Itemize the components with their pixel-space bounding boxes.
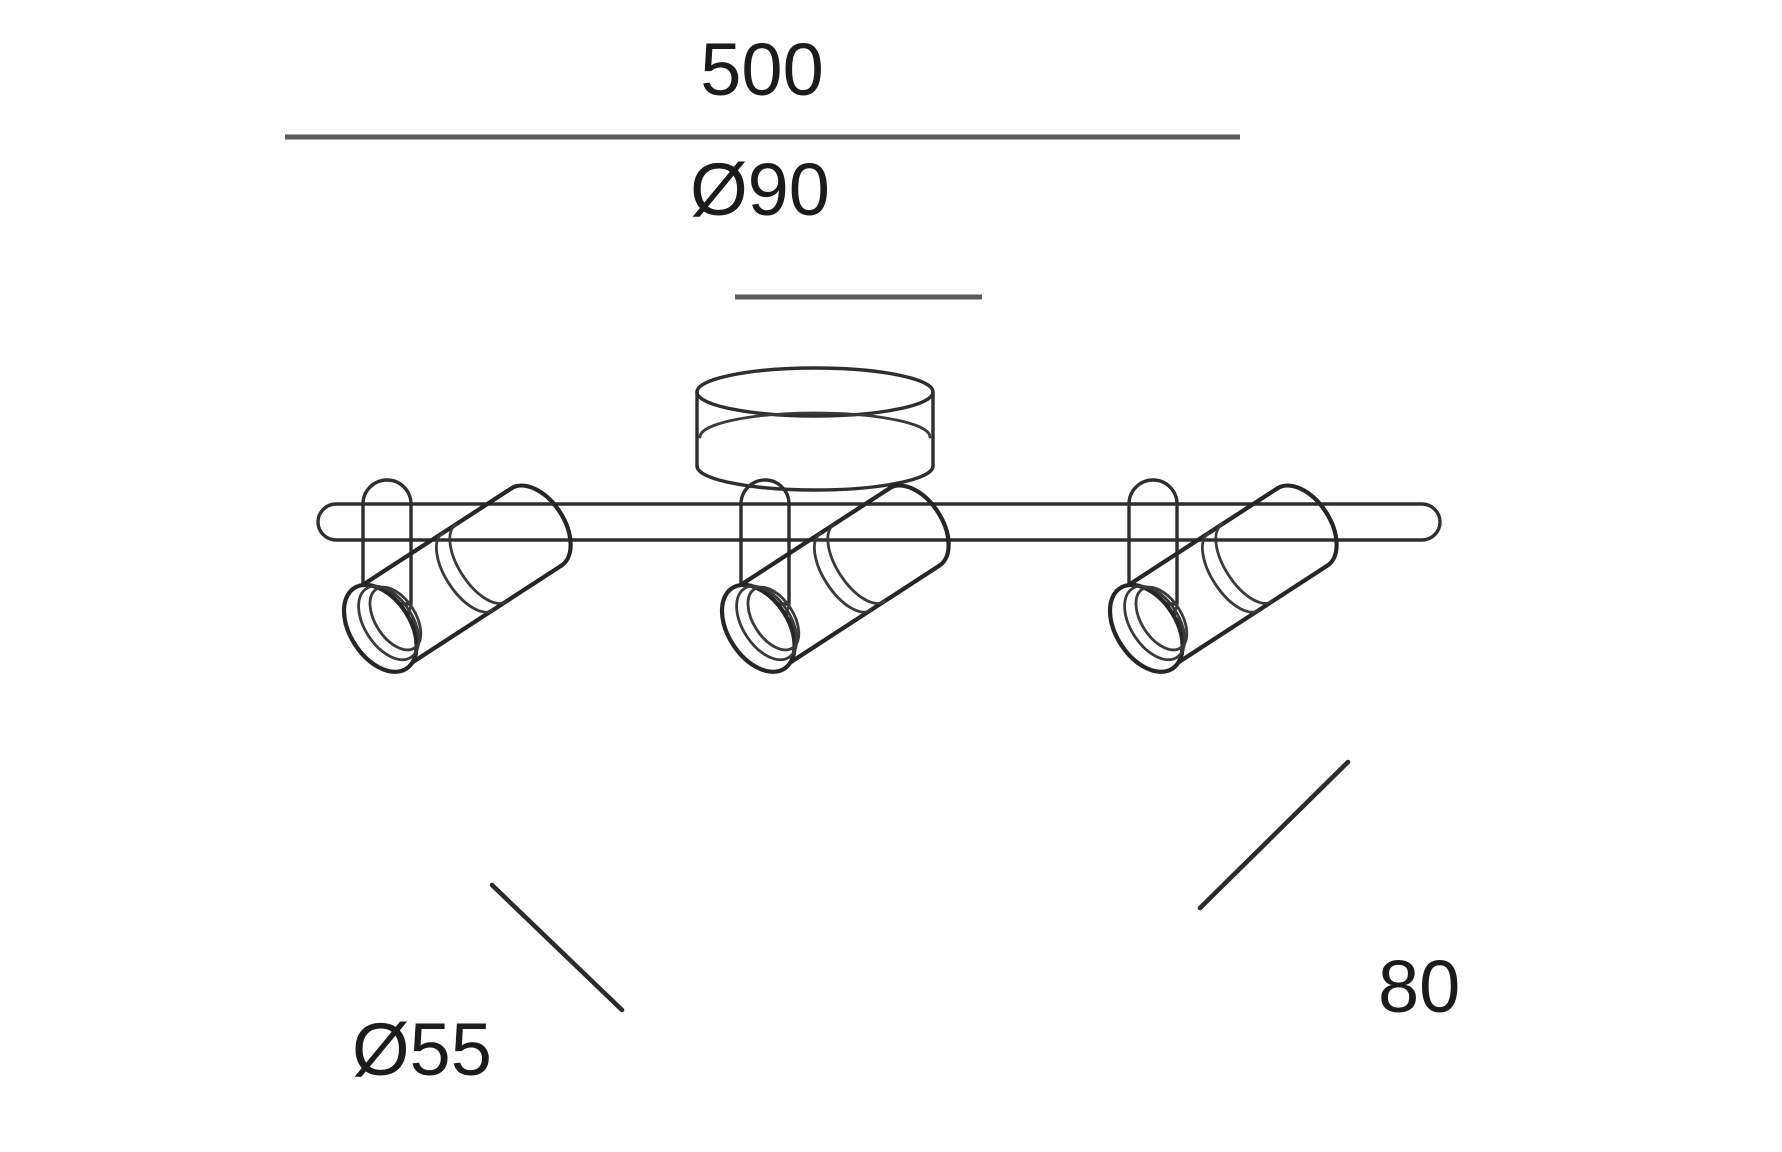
dimension-label-diameter-90: Ø90 xyxy=(690,148,830,231)
mounting-bar xyxy=(316,502,1442,542)
leader-line-diameter-55 xyxy=(489,882,625,1013)
light-fixture-assembly xyxy=(316,366,1442,685)
dimension-canopy-diameter: Ø90 xyxy=(690,148,982,300)
dimension-label-80: 80 xyxy=(1378,945,1460,1028)
leader-line-80 xyxy=(1197,759,1351,911)
dimension-head-length: 80 xyxy=(1197,759,1460,1028)
dimension-overall-length: 500 xyxy=(285,28,1240,140)
ceiling-canopy xyxy=(695,366,935,492)
dimension-label-diameter-55: Ø55 xyxy=(352,1008,492,1091)
dimension-head-diameter: Ø55 xyxy=(352,882,625,1091)
dimension-label-500: 500 xyxy=(700,28,823,111)
